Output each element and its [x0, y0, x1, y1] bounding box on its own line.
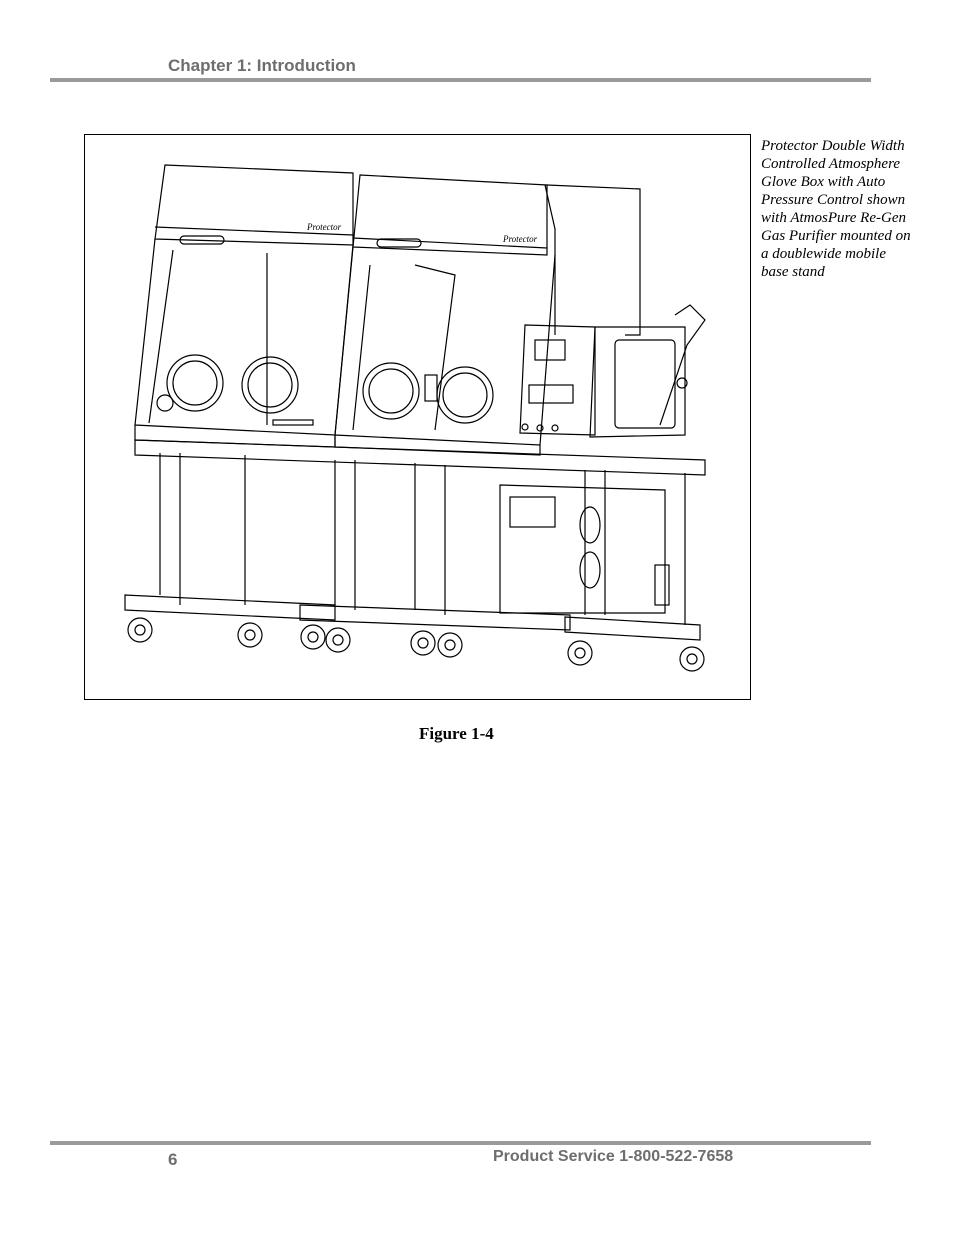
figure-side-caption: Protector Double Width Controlled Atmosp… [761, 138, 911, 280]
left-cabinet [134, 238, 354, 448]
figure-frame: Protector Protector [84, 134, 751, 700]
casters [127, 617, 705, 672]
brand-mark-right: Protector [502, 234, 538, 244]
pressure-controller [519, 324, 596, 436]
antechamber [589, 304, 706, 438]
glove-box-illustration: Protector Protector [124, 164, 706, 672]
figure-label: Figure 1-4 [419, 724, 494, 743]
chapter-heading: Chapter 1: Introduction [168, 56, 356, 75]
left-hood [154, 164, 354, 246]
page-number: 6 [168, 1150, 178, 1169]
base-stand [124, 439, 706, 641]
gas-purifier [499, 484, 670, 614]
header-rule [50, 78, 871, 82]
brand-mark-left: Protector [306, 222, 342, 232]
footer-rule [50, 1141, 871, 1145]
product-service-line: Product Service 1-800-522-7658 [493, 1148, 734, 1165]
right-cabinet [334, 246, 556, 456]
right-hood [352, 174, 641, 336]
